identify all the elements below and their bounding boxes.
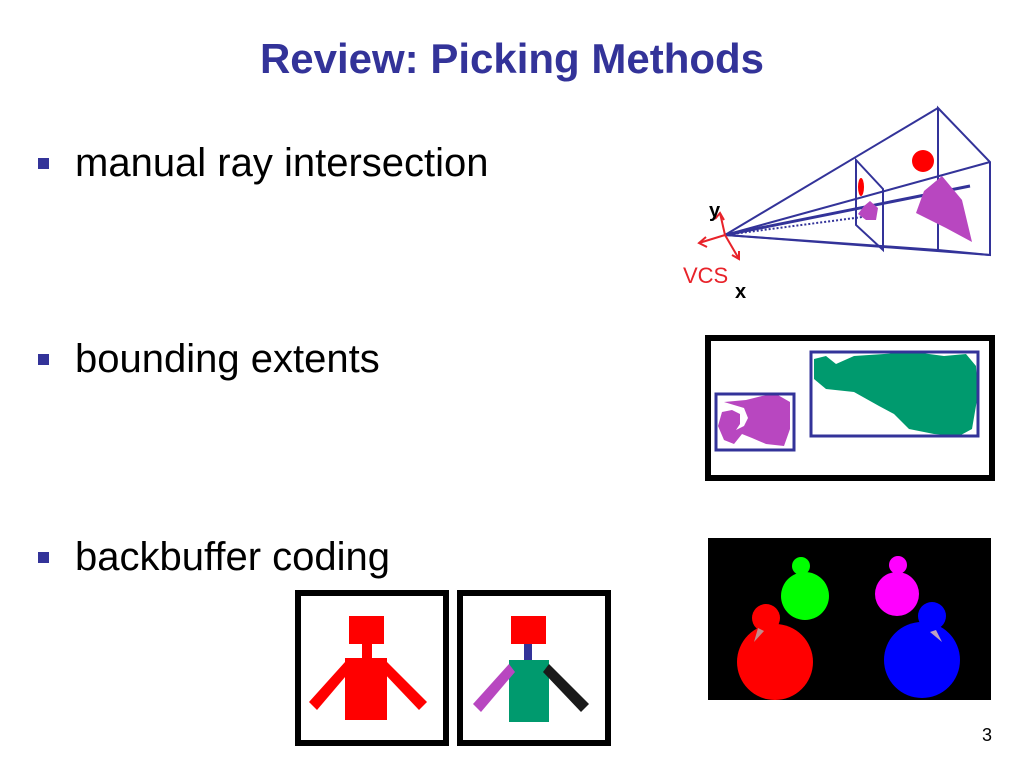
far-magenta-shape	[916, 176, 972, 242]
blue-bird	[884, 602, 960, 698]
teal-blob	[814, 352, 978, 436]
bullet-label: bounding extents	[75, 337, 380, 381]
frustum-edges	[724, 107, 991, 256]
red-stick-figure	[309, 616, 427, 720]
near-magenta-shape	[858, 201, 878, 220]
green-bird	[781, 557, 829, 620]
vcs-axes	[697, 211, 740, 261]
stick-figure-coded-panel	[457, 590, 611, 746]
axis-y-label: y	[709, 200, 721, 222]
bullet-bounding-extents: bounding extents	[38, 334, 380, 384]
magenta-blob	[718, 394, 790, 446]
bounding-extents-figure	[705, 335, 995, 481]
bullet-square-icon	[38, 353, 49, 365]
ray-frustum-figure: y VCS x	[683, 105, 991, 303]
red-bird	[737, 604, 813, 700]
vcs-label: VCS	[683, 263, 728, 288]
backbuffer-birds-figure	[708, 538, 991, 700]
teal-bounding-box	[809, 350, 980, 438]
stick-figure-red-panel	[295, 590, 449, 746]
near-red-ellipse	[858, 178, 864, 196]
coded-stick-figure	[473, 616, 589, 722]
magenta-bounding-box	[714, 392, 796, 452]
bullet-label: backbuffer coding	[75, 535, 391, 579]
bullet-label: manual ray intersection	[75, 141, 489, 185]
slide-title: Review: Picking Methods	[259, 35, 765, 82]
bullet-backbuffer-coding: backbuffer coding	[38, 532, 390, 582]
far-red-circle	[912, 150, 934, 172]
bullet-square-icon	[38, 157, 49, 169]
pink-bird	[875, 556, 919, 616]
page-number: 3	[981, 725, 992, 745]
bullet-square-icon	[38, 551, 49, 563]
axis-x-label: x	[735, 281, 746, 303]
bullet-manual-ray-intersection: manual ray intersection	[38, 138, 489, 188]
pick-ray-dotted	[724, 215, 871, 236]
